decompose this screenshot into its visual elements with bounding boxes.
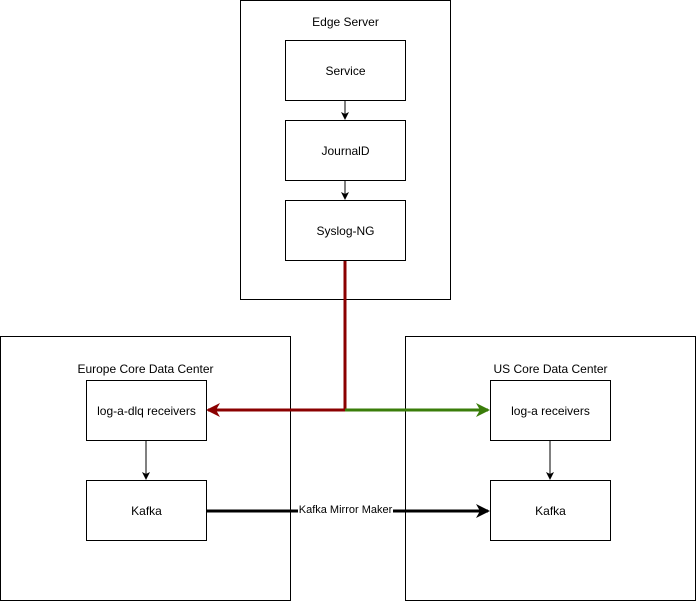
us-dc-title: US Core Data Center: [493, 362, 608, 376]
us-kafka-node: Kafka: [490, 480, 611, 541]
europe-dc-title: Europe Core Data Center: [77, 362, 214, 376]
journald-node: JournalD: [285, 120, 406, 181]
service-node: Service: [285, 40, 406, 101]
syslog-ng-node: Syslog-NG: [285, 200, 406, 261]
log-a-dlq-receivers-node: log-a-dlq receivers: [86, 380, 207, 441]
europe-kafka-node: Kafka: [86, 480, 207, 541]
kafka-mirror-maker-label: Kafka Mirror Maker: [298, 503, 393, 517]
log-a-receivers-node: log-a receivers: [490, 380, 611, 441]
edge-server-title: Edge Server: [312, 15, 379, 29]
edge-syslog-to-europe: [206, 261, 347, 417]
